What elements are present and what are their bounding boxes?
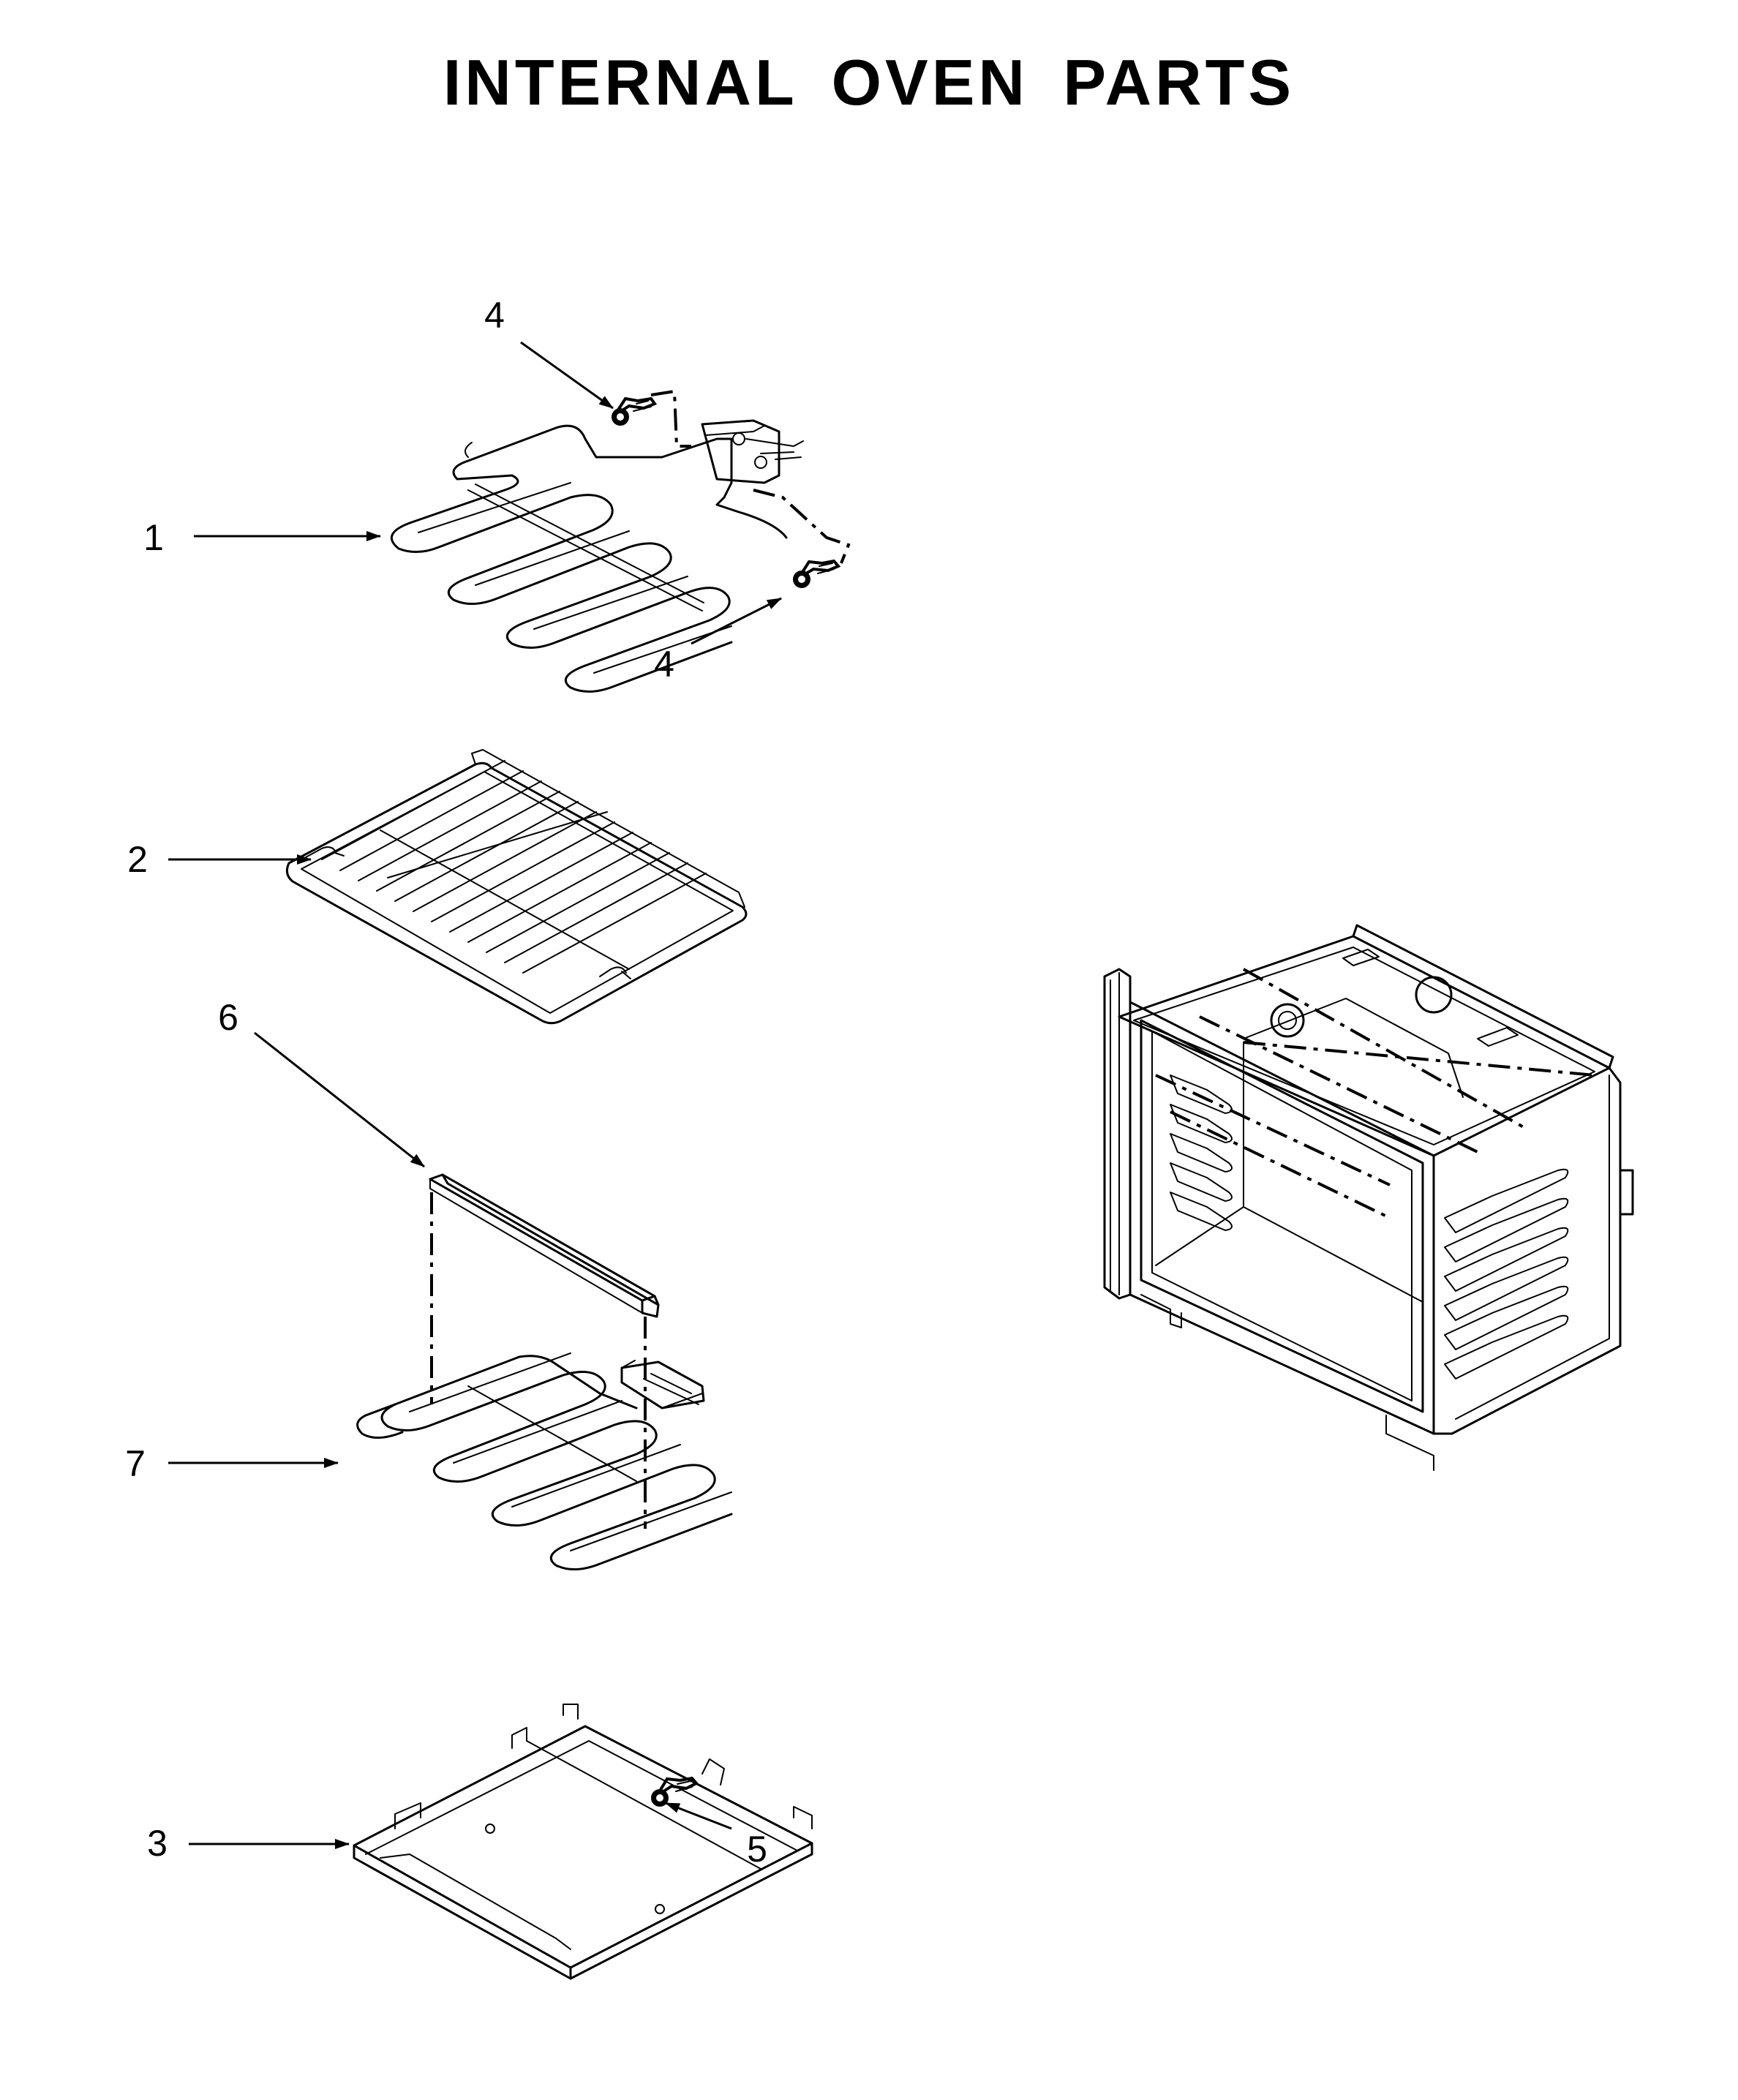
- callout-4-lower: 4: [654, 597, 782, 685]
- svg-text:7: 7: [125, 1443, 146, 1484]
- element-shield: [429, 1173, 660, 1318]
- assembly-line-4-lower: [753, 489, 851, 564]
- screw-4-lower: [793, 559, 841, 588]
- page-title: INTERNAL OVEN PARTS: [443, 46, 1295, 118]
- callout-6: 6: [218, 997, 425, 1168]
- svg-text:5: 5: [747, 1829, 767, 1870]
- lower-heating-element: [356, 1352, 733, 1570]
- svg-text:1: 1: [143, 517, 164, 558]
- upper-heating-element: [390, 419, 804, 693]
- svg-text:3: 3: [147, 1823, 168, 1864]
- screw-5: [651, 1776, 699, 1807]
- oven-cavity: [1103, 924, 1634, 1471]
- svg-text:2: 2: [127, 839, 148, 880]
- callout-1: 1: [143, 517, 381, 558]
- screw-4-upper: [612, 396, 658, 426]
- callout-7: 7: [125, 1443, 339, 1484]
- bottom-panel: [353, 1704, 813, 1980]
- svg-text:4: 4: [484, 295, 505, 336]
- callout-3: 3: [147, 1823, 350, 1864]
- assembly-line-4-upper: [650, 389, 691, 448]
- svg-text:6: 6: [218, 997, 238, 1038]
- oven-rack: [285, 749, 748, 1025]
- callout-4-upper: 4: [484, 295, 614, 410]
- callout-5: 5: [665, 1802, 767, 1870]
- svg-text:4: 4: [654, 644, 674, 685]
- callout-2: 2: [127, 839, 312, 880]
